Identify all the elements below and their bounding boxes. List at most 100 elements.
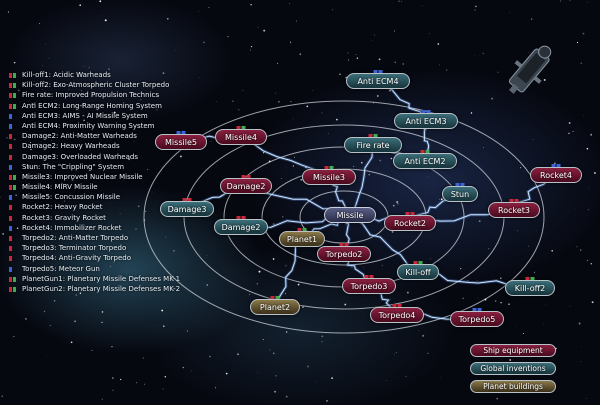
star: [568, 122, 571, 124]
tech-description-item: Kill-off1: Acidic Warheads: [9, 70, 199, 80]
star: [258, 270, 261, 273]
node-pins: [413, 261, 423, 264]
node-rocket3[interactable]: Rocket3: [488, 199, 540, 218]
star: [39, 23, 41, 25]
node-label: Planet1: [286, 234, 318, 244]
star: [274, 390, 277, 393]
tech-description-item: Damage3: Overloaded Warheads: [9, 152, 199, 162]
star: [144, 210, 147, 213]
star: [554, 162, 556, 165]
node-pins: [525, 277, 535, 280]
star: [578, 322, 581, 325]
node-label: Kill-off2: [514, 283, 546, 293]
star: [295, 20, 297, 22]
tech-description-text: Torpedo4: Anti-Gravity Torpedo: [22, 254, 131, 263]
node-rocket2[interactable]: Rocket2: [384, 212, 436, 231]
category-marker: [9, 123, 12, 129]
star: [429, 33, 430, 34]
tech-description-text: Rocket3: Gravity Rocket: [22, 213, 106, 222]
star: [351, 267, 353, 269]
tech-description-text: Kill-off1: Acidic Warheads: [22, 71, 111, 79]
node-rocket4[interactable]: Rocket4: [530, 164, 582, 183]
star: [71, 178, 74, 181]
star: [394, 61, 397, 64]
star: [545, 304, 546, 306]
star: [198, 77, 200, 78]
star: [92, 242, 94, 243]
star: [406, 291, 409, 294]
node-anti-ecm3[interactable]: Anti ECM3: [394, 110, 458, 129]
category-marker: [9, 205, 12, 211]
node-pins: [472, 308, 482, 311]
star: [365, 155, 367, 156]
node-damage2-lower[interactable]: Damage2: [214, 216, 268, 235]
star: [392, 204, 395, 207]
node-missile3[interactable]: Missile3: [302, 166, 356, 185]
category-marker: [9, 144, 12, 150]
node-torpedo3[interactable]: Torpedo3: [342, 275, 396, 294]
node-missile-root[interactable]: Missile: [324, 207, 376, 223]
node-planet1[interactable]: Planet1: [279, 228, 325, 247]
star: [6, 137, 8, 139]
star: [209, 355, 211, 358]
category-marker: [9, 236, 12, 241]
star: [437, 43, 440, 45]
star: [206, 255, 208, 256]
star: [390, 157, 393, 160]
node-anti-ecm2[interactable]: Anti ECM2: [393, 150, 457, 169]
star: [586, 259, 588, 261]
star: [576, 41, 579, 44]
node-missile5[interactable]: Missile5: [155, 131, 207, 150]
star: [389, 89, 391, 92]
star: [13, 61, 16, 64]
star: [70, 76, 72, 78]
node-pins: [551, 164, 561, 167]
category-marker: [13, 174, 16, 180]
tech-description-text: PlanetGun2: Planetary Missile Defenses M…: [22, 284, 181, 293]
star: [198, 10, 199, 12]
category-marker: [13, 73, 16, 78]
star: [533, 271, 535, 273]
node-torpedo4[interactable]: Torpedo4: [370, 304, 424, 323]
tech-description-text: Fire rate: Improved Propulsion Technics: [22, 91, 159, 100]
tech-description-text: Torpedo2: Anti-Matter Torpedo: [22, 234, 129, 242]
node-damage3[interactable]: Damage3: [160, 198, 214, 217]
star: [148, 195, 150, 196]
tech-description-text: Anti ECM3: AIMS - AI Missile System: [22, 111, 148, 120]
node-torpedo2[interactable]: Torpedo2: [317, 243, 371, 262]
tech-description-item: Missile3: Improved Nuclear Missile: [9, 172, 199, 182]
tech-description-text: PlanetGun1: Planetary Missile Defenses M…: [22, 274, 181, 283]
star: [13, 336, 15, 338]
node-anti-ecm4[interactable]: Anti ECM4: [346, 70, 410, 89]
star: [215, 387, 217, 389]
tech-description-text: Damage2: Heavy Warheads: [22, 142, 120, 151]
star: [79, 4, 81, 6]
star: [440, 198, 443, 201]
star: [162, 72, 165, 74]
node-missile4[interactable]: Missile4: [215, 126, 267, 145]
star: [470, 112, 473, 114]
node-planet2[interactable]: Planet2: [250, 296, 300, 315]
tech-description-text: Rocket4: Immobilizer Rocket: [22, 223, 122, 232]
star: [586, 147, 589, 150]
star: [580, 249, 582, 251]
category-marker: [9, 276, 12, 282]
tech-description-item: Rocket2: Heavy Rocket: [9, 202, 199, 212]
node-torpedo5[interactable]: Torpedo5: [450, 308, 504, 327]
tech-description-item: Anti ECM3: AIMS - AI Missile System: [9, 111, 199, 121]
node-fire-rate[interactable]: Fire rate: [344, 134, 402, 153]
node-damage2-upper[interactable]: Damage2: [220, 175, 272, 194]
node-stun[interactable]: Stun: [442, 183, 478, 202]
star: [306, 105, 309, 108]
star: [275, 375, 277, 377]
star: [113, 111, 116, 114]
node-kill-off2[interactable]: Kill-off2: [505, 277, 555, 296]
star: [587, 209, 589, 211]
star: [161, 309, 164, 312]
star: [68, 88, 70, 90]
star: [519, 167, 522, 169]
star: [173, 250, 175, 252]
node-kill-off[interactable]: Kill-off: [397, 261, 439, 280]
star: [378, 58, 381, 61]
star: [113, 262, 115, 264]
